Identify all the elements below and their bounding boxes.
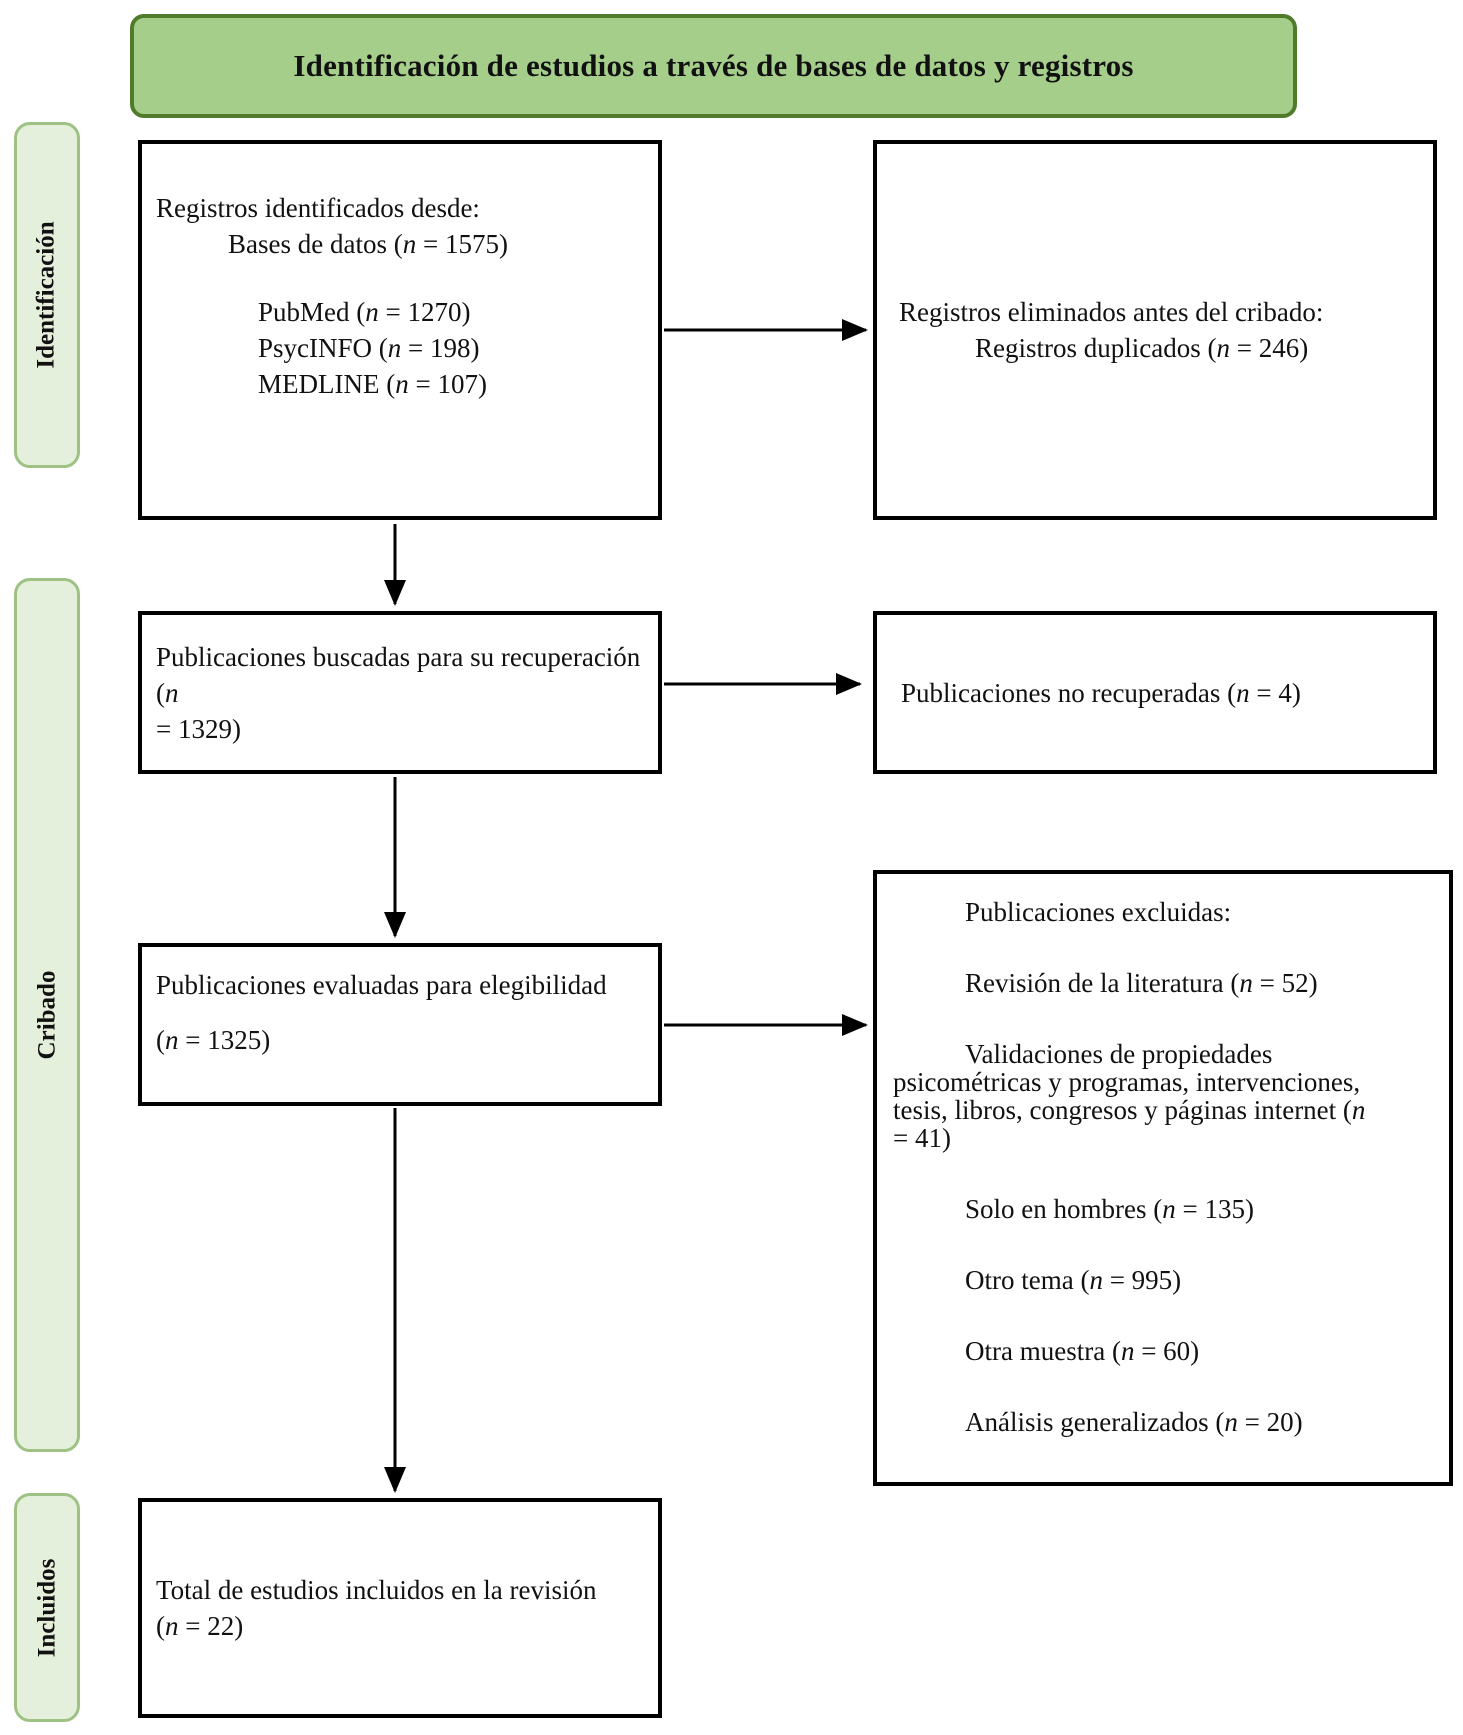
box-text-spacer: [893, 1223, 1437, 1266]
box-reports-assessed: Publicaciones evaluadas para elegibilida…: [138, 943, 662, 1106]
box-text-line: = 1329): [156, 713, 241, 744]
box-text-line: Publicaciones no recuperadas (n = 4): [901, 677, 1301, 708]
box-text-line: Registros duplicados (n = 246): [975, 333, 1309, 363]
box-text-line: PubMed (n = 1270): [258, 297, 471, 327]
box-reports-not-retrieved: Publicaciones no recuperadas (n = 4): [873, 611, 1437, 774]
box-text-line: Publicaciones excluidas:: [965, 897, 1232, 927]
stage-label-cribado-text: Cribado: [33, 970, 60, 1060]
box-records-identified: Registros identificados desde: Bases de d…: [138, 140, 662, 520]
box-text-line: Otra muestra (n = 60): [965, 1336, 1200, 1366]
box-text-spacer: [893, 1365, 1437, 1408]
box-text-line: Análisis generalizados (n = 20): [965, 1407, 1303, 1437]
diagram-title: Identificación de estudios a través de b…: [293, 48, 1134, 83]
box-text-line: Bases de datos (n = 1575): [228, 229, 508, 259]
box-text-line: Validaciones de propiedades: [965, 1039, 1273, 1069]
box-text-line: Publicaciones buscadas para su recuperac…: [156, 641, 641, 708]
box-text-spacer: [156, 1003, 648, 1022]
box-text-line: (n = 22): [156, 1611, 244, 1641]
box-text-line: (n = 1325): [156, 1025, 271, 1055]
box-text-spacer: [893, 926, 1437, 969]
box-text-line: Total de estudios incluidos en la revisi…: [156, 1575, 597, 1605]
diagram-title-banner: Identificación de estudios a través de b…: [130, 14, 1297, 118]
box-text-line: Solo en hombres (n = 135): [965, 1194, 1254, 1224]
box-text-line: psicométricas y programas, intervencione…: [893, 1067, 1361, 1097]
box-text-line: MEDLINE (n = 107): [258, 369, 487, 399]
stage-label-identificacion: Identificación: [14, 122, 80, 468]
box-text-line: Registros eliminados antes del cribado:: [899, 297, 1324, 327]
box-studies-included: Total de estudios incluidos en la revisi…: [138, 1498, 662, 1718]
box-text-spacer: [156, 262, 648, 294]
box-reports-sought: Publicaciones buscadas para su recuperac…: [138, 611, 662, 774]
box-text-spacer: [893, 997, 1437, 1040]
stage-label-identificacion-text: Identificación: [33, 221, 60, 369]
box-text-spacer: [893, 1294, 1437, 1337]
box-text-line: PsycINFO (n = 198): [258, 333, 480, 363]
stage-label-cribado: Cribado: [14, 578, 80, 1452]
box-reports-excluded: Publicaciones excluidas: Revisión de la l…: [873, 870, 1453, 1486]
stage-label-incluidos-text: Incluidos: [33, 1558, 61, 1657]
box-text-line: = 41): [893, 1123, 951, 1153]
box-text-line: Publicaciones evaluadas para elegibilida…: [156, 970, 607, 1000]
box-records-removed: Registros eliminados antes del cribado: R…: [873, 140, 1437, 520]
box-text-spacer: [893, 1152, 1437, 1195]
box-text-line: Revisión de la literatura (n = 52): [965, 968, 1318, 998]
box-text-line: Otro tema (n = 995): [965, 1265, 1182, 1295]
box-text-line: Registros identificados desde:: [156, 193, 480, 223]
box-text-line: tesis, libros, congresos y páginas inter…: [893, 1095, 1366, 1125]
stage-label-incluidos: Incluidos: [14, 1493, 80, 1722]
